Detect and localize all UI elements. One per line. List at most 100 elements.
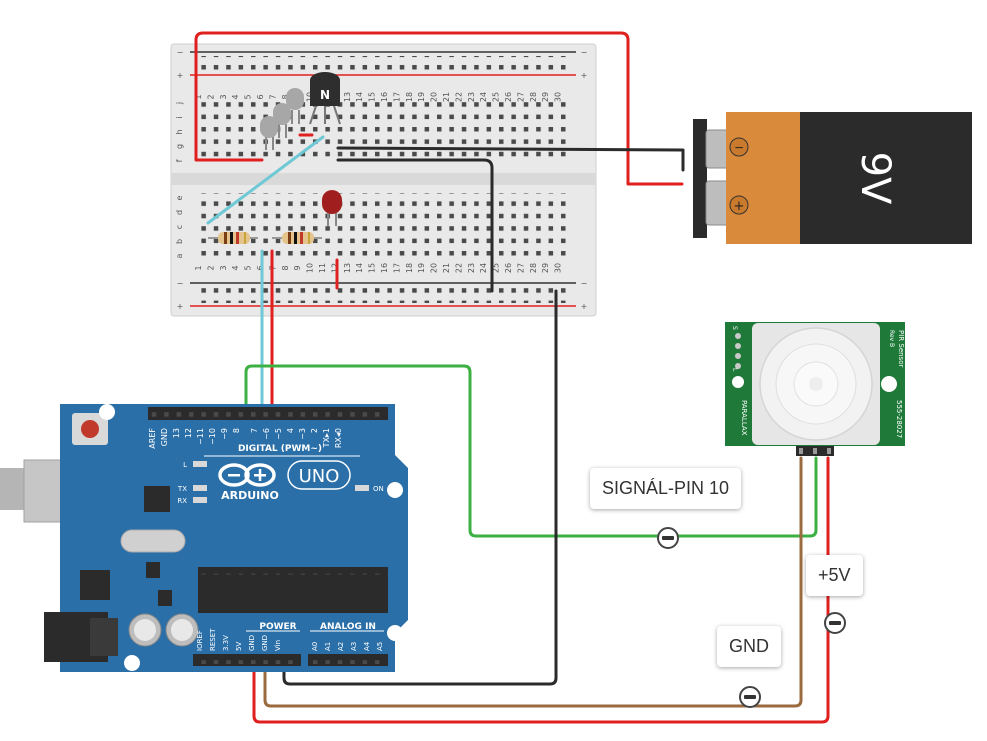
wire-gnd-black	[282, 289, 558, 686]
led-grey-2	[273, 103, 291, 138]
battery-voltage-label: 9V	[852, 152, 898, 205]
column-label: 10	[306, 263, 315, 273]
column-label: 2	[206, 94, 215, 99]
wire-battery-positive	[194, 31, 684, 186]
column-label: 4	[231, 94, 240, 99]
column-label: 21	[442, 263, 451, 273]
breadboard: −−++−−++jihgfedcba1122334455667788991010…	[170, 43, 597, 317]
analog-header-label: ANALOG IN	[320, 622, 376, 632]
power-pin-label: RESET	[209, 628, 217, 651]
pir-brand: PARALLAX	[740, 400, 748, 436]
row-label: d	[175, 210, 184, 215]
column-label: 23	[467, 92, 476, 102]
digital-header-label: DIGITAL (PWM~)	[238, 444, 322, 454]
gnd-probe-icon[interactable]	[739, 686, 761, 708]
arduino-logo-text: ARDUINO	[221, 489, 279, 502]
column-label: 20	[430, 263, 439, 273]
column-label: 19	[417, 263, 426, 273]
digital-pin-label: 7	[250, 428, 259, 433]
analog-pin-label: A3	[350, 642, 358, 651]
digital-pin-label: TX▸1	[322, 428, 331, 448]
battery-plus-terminal	[729, 195, 749, 215]
digital-pin-label: 4	[286, 428, 295, 433]
led-rx-label: RX	[177, 497, 187, 505]
column-label: 25	[492, 92, 501, 102]
digital-pin-label: 13	[172, 428, 181, 438]
led-grey-1	[260, 116, 278, 150]
pir-pin-s-label: S	[731, 326, 738, 330]
pir-sensor: PIR Sensor Rev B 555-28027 PARALLAX S L	[725, 322, 905, 456]
usb-cable	[0, 468, 24, 510]
column-label: 11	[318, 263, 327, 273]
transistor-label: N	[320, 88, 330, 102]
column-label: 30	[554, 92, 563, 102]
column-label: 30	[554, 263, 563, 273]
battery-9v: − + 9V	[693, 112, 972, 244]
digital-pin-label: 12	[184, 428, 193, 438]
pir-pin-l-label: L	[731, 368, 738, 372]
row-label: b	[175, 239, 184, 244]
rail-sign: −	[177, 279, 184, 288]
wire-5v-red	[252, 456, 830, 724]
pir-title: PIR Sensor	[897, 330, 905, 367]
column-label: 29	[541, 263, 550, 273]
column-label: 28	[529, 92, 538, 102]
wires	[194, 31, 830, 724]
rail-sign: −	[581, 279, 588, 288]
column-label: 24	[479, 92, 488, 102]
column-label: 28	[529, 263, 538, 273]
rail-sign: +	[581, 71, 588, 80]
column-label: 26	[504, 263, 513, 273]
column-label: 16	[380, 263, 389, 273]
resistor-1	[208, 232, 258, 244]
gnd-callout: GND	[717, 626, 781, 667]
row-label: c	[175, 225, 184, 229]
column-label: 13	[343, 263, 352, 273]
analog-pin-label: A5	[376, 642, 384, 651]
power-pin-label: 5V	[235, 642, 243, 651]
signal-probe-icon[interactable]	[657, 527, 679, 549]
column-label: 3	[219, 94, 228, 99]
column-label: 6	[256, 94, 265, 99]
digital-pin-label: 2	[310, 428, 319, 433]
digital-pin-label: ~3	[298, 428, 307, 440]
wire-signal-green	[244, 364, 818, 538]
column-label: 22	[454, 92, 463, 102]
power-pin-label: 3.3V	[222, 635, 230, 651]
column-label: 13	[343, 92, 352, 102]
column-label: 5	[244, 265, 253, 270]
led-on-label: ON	[373, 485, 384, 493]
battery-minus-label: −	[734, 141, 744, 155]
digital-pin-label: ~11	[196, 428, 205, 445]
column-label: 15	[368, 92, 377, 102]
digital-pin-label: ~10	[208, 428, 217, 445]
row-label: a	[175, 253, 184, 258]
column-label: 25	[492, 263, 501, 273]
wire-battery-negative	[336, 146, 685, 172]
digital-pin-label: AREF	[148, 428, 157, 449]
column-label: 7	[268, 94, 277, 99]
analog-pin-label: A1	[324, 642, 332, 651]
analog-pin-label: A0	[311, 642, 319, 651]
vcc-probe-icon[interactable]	[824, 612, 846, 634]
wire-cyan-diagonal	[206, 135, 325, 225]
usb-chip	[144, 486, 170, 512]
column-label: 26	[504, 92, 513, 102]
analog-pin-label: A2	[337, 642, 345, 651]
led-l-label: L	[183, 461, 187, 469]
column-label: 20	[430, 92, 439, 102]
column-label: 2	[206, 265, 215, 270]
vcc-callout: +5V	[806, 555, 863, 596]
row-label: g	[175, 144, 184, 149]
row-label: e	[175, 195, 184, 200]
row-label: i	[175, 116, 184, 118]
column-label: 18	[405, 263, 414, 273]
reset-button-cap[interactable]	[81, 420, 99, 438]
battery-plus-label: +	[734, 199, 745, 214]
led-group	[260, 88, 304, 150]
column-label: 27	[516, 92, 525, 102]
